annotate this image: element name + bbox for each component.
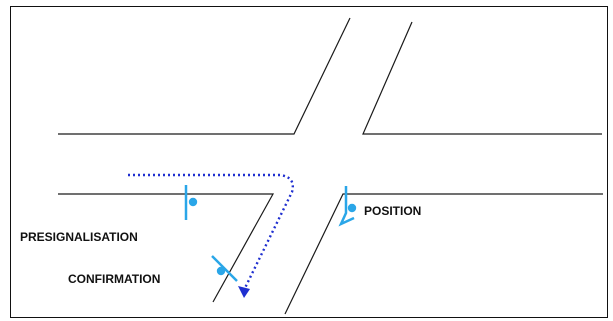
presignalisation-sign [184, 185, 198, 220]
arrow-head-icon [238, 286, 250, 298]
signpost-icon [338, 186, 355, 227]
upper-left-road-edge [58, 17, 351, 135]
confirmation-label: CONFIRMATION [68, 272, 161, 286]
signpost-icon [211, 255, 238, 282]
lower-left-road-edge [58, 193, 275, 303]
lower-right-road-edge [284, 193, 603, 315]
upper-right-road-edge [362, 21, 602, 135]
presignalisation-label: PRESIGNALISATION [20, 230, 138, 244]
route-arrow [128, 173, 294, 298]
position-sign [338, 186, 357, 227]
dotted-arrow-icon [128, 173, 294, 291]
sign-dot-icon [347, 203, 357, 213]
sign-dot-icon [188, 197, 198, 207]
confirmation-sign [211, 255, 238, 282]
diagram-frame [10, 6, 608, 318]
position-label: POSITION [364, 204, 422, 218]
road-lines [58, 17, 603, 315]
sign-dot-icon [216, 266, 226, 276]
